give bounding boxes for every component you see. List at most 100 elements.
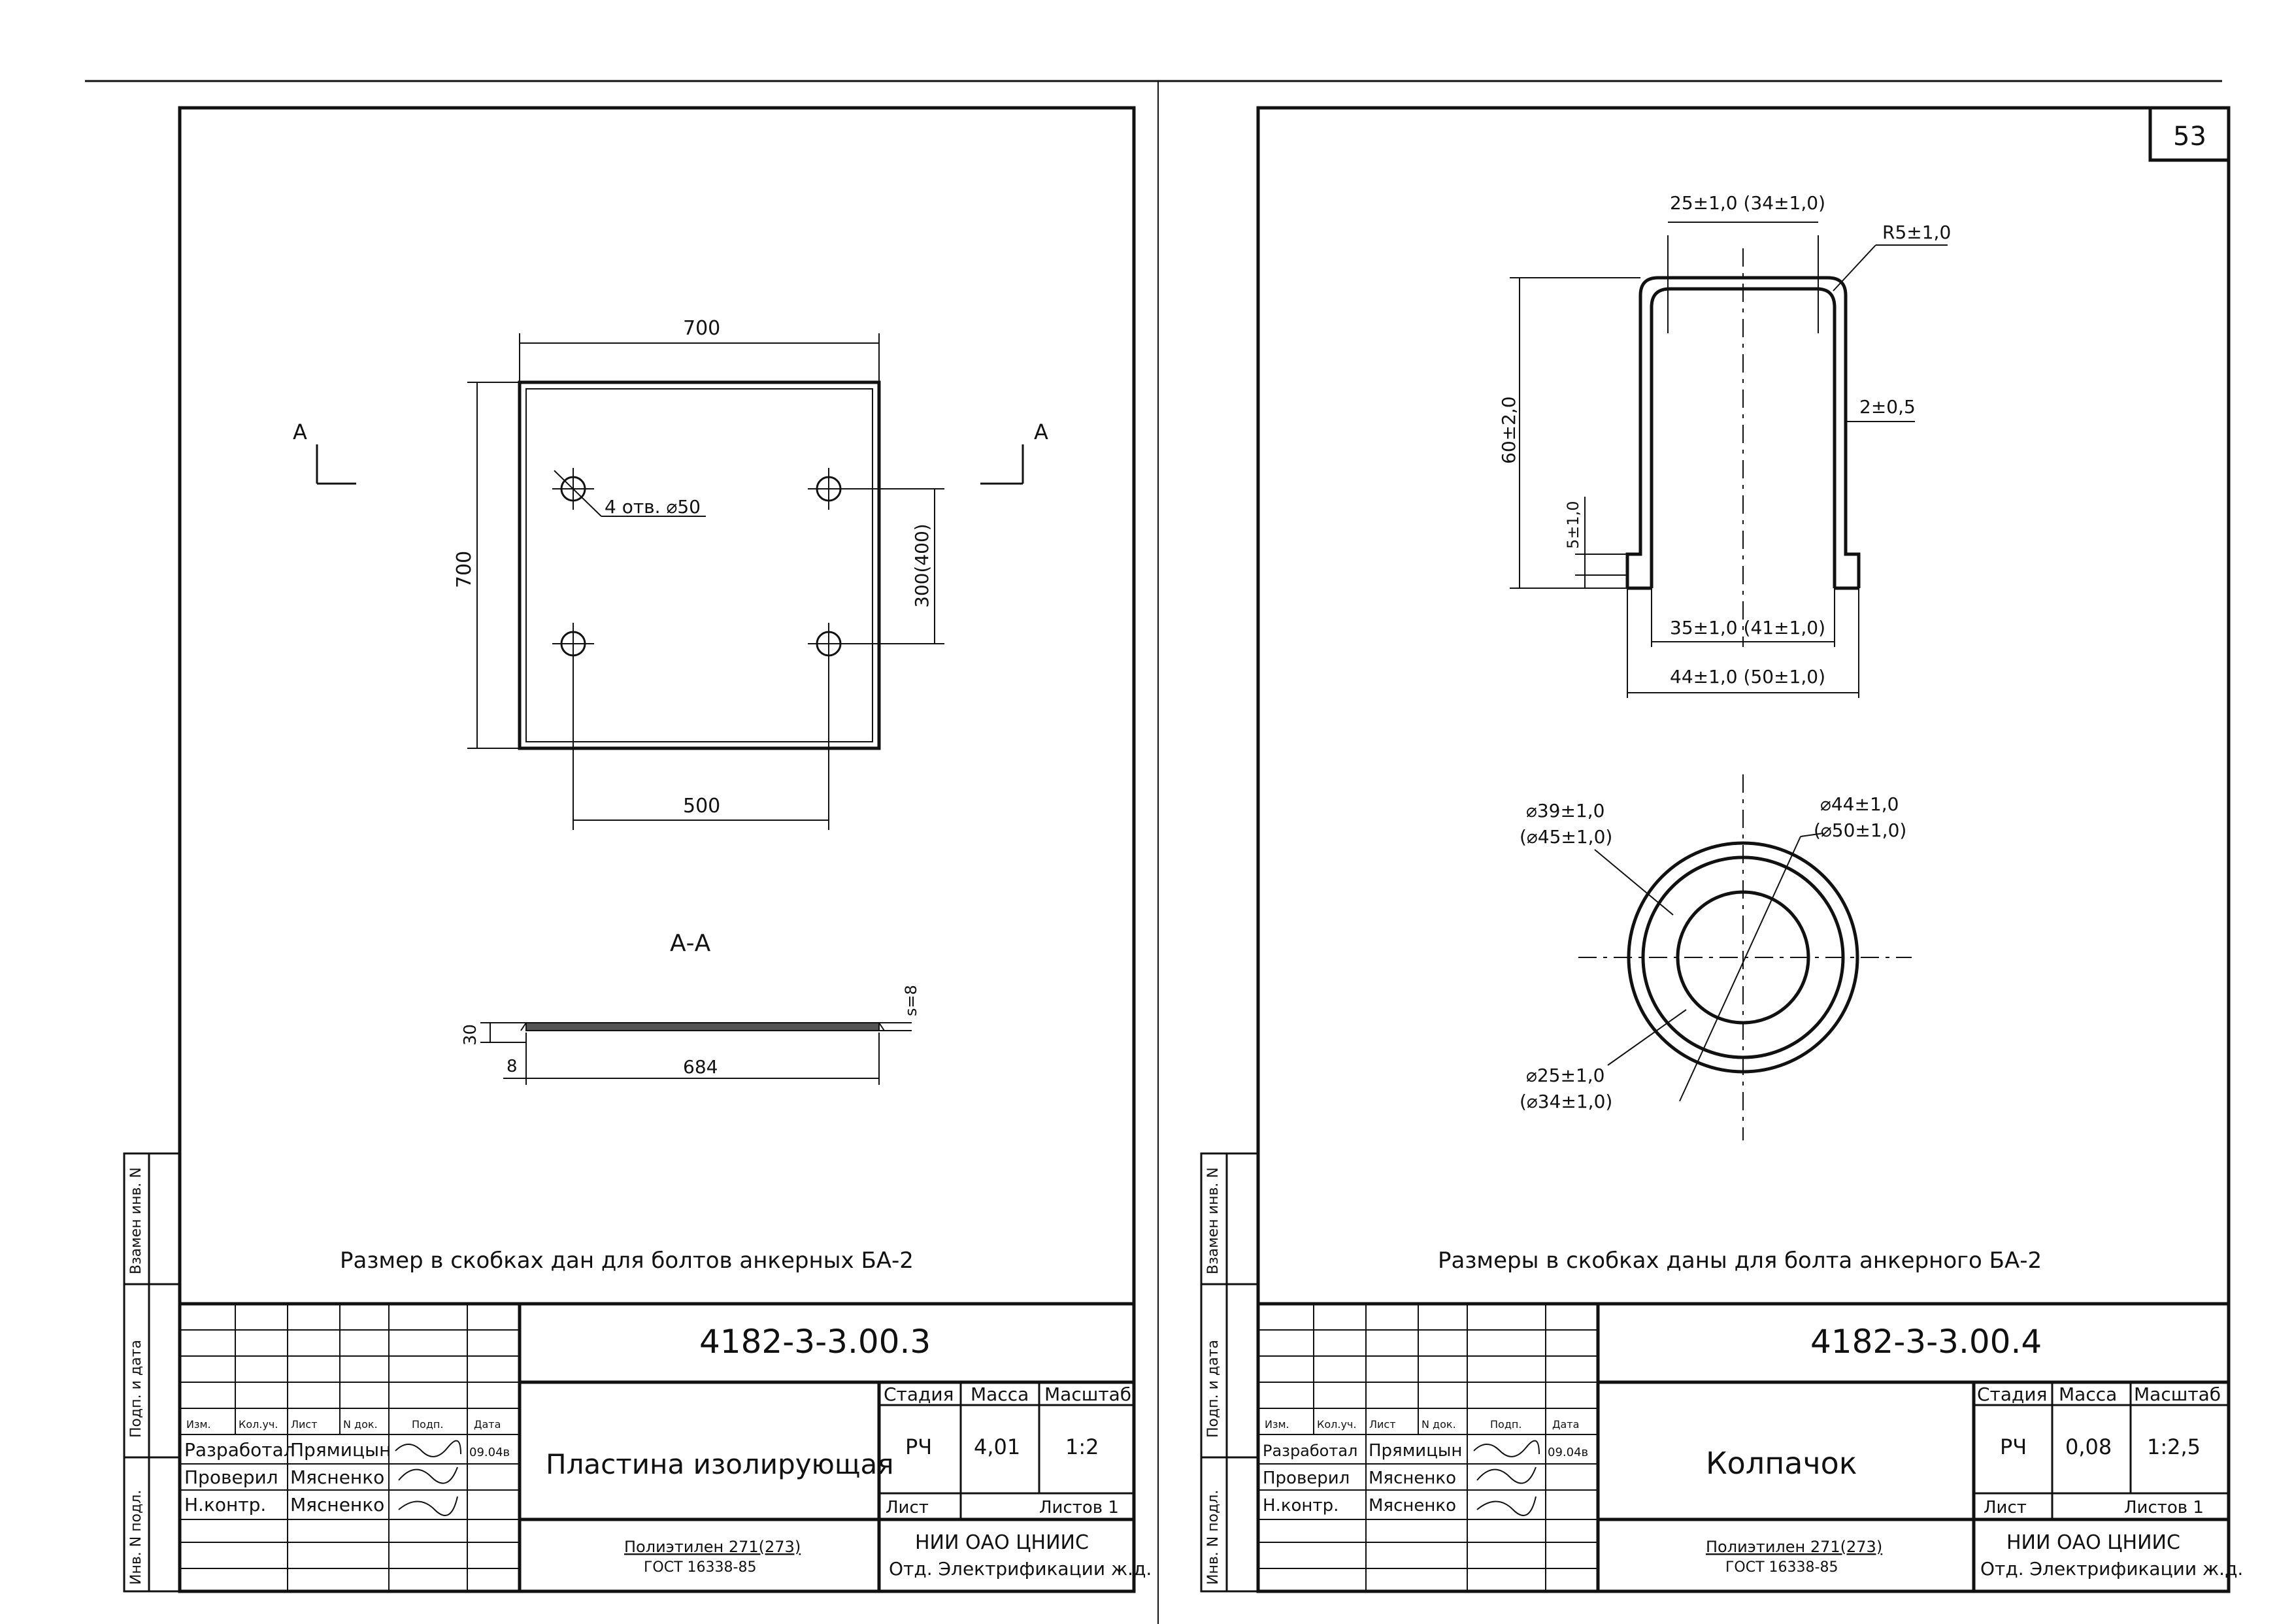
title-block: Изм. Кол.уч. Лист N док. Подп. Дата Разр… (178, 1302, 1152, 1593)
doc-code: 4182-3-3.00.3 (699, 1323, 931, 1361)
dim-top-inner: 25±1,0 (34±1,0) (1670, 192, 1825, 214)
dim-side-height: 700 (453, 551, 476, 588)
row-name-2: Мясненко (290, 1494, 384, 1516)
scale-value: 1:2 (1065, 1434, 1099, 1459)
side-label-sign-date: Подп. и дата (128, 1340, 144, 1438)
mass-header: Масса (971, 1384, 1029, 1405)
mass-header: Масса (2059, 1384, 2117, 1405)
col-header-date: Дата (1552, 1418, 1579, 1431)
doc-code: 4182-3-3.00.4 (1810, 1323, 2042, 1361)
scale-header: Масштаб (1044, 1384, 1131, 1405)
holes (552, 468, 850, 665)
col-header-kol: Кол.уч. (1317, 1418, 1356, 1431)
page-number: 53 (2173, 122, 2206, 152)
scale-value: 1:2,5 (2147, 1434, 2201, 1459)
org-line2: Отд. Электрификации ж.д. (1980, 1558, 2243, 1580)
dim-d34: (⌀34±1,0) (1520, 1091, 1612, 1112)
signatures (1473, 1440, 1540, 1516)
dim-inner-bottom: 35±1,0 (41±1,0) (1670, 617, 1825, 638)
dim-top-width: 700 (683, 317, 720, 340)
side-label-sign-date: Подп. и дата (1205, 1340, 1222, 1438)
sheet-label: Лист (886, 1498, 929, 1517)
material-line1: Полиэтилен 271(273) (1706, 1538, 1882, 1556)
section-arrow-left-label: А (293, 420, 307, 444)
page-number-box (2148, 106, 2231, 162)
dim-thickness: s=8 (902, 985, 920, 1016)
col-header-sign: Подп. (412, 1418, 443, 1431)
row-name-1: Мясненко (290, 1467, 384, 1488)
mass-value: 4,01 (974, 1434, 1020, 1459)
dim-holes: 4 отв. ⌀50 (605, 496, 701, 518)
sheets-label: Листов 1 (2124, 1498, 2204, 1517)
dim-flange: 5±1,0 (1564, 501, 1582, 549)
col-header-kol: Кол.уч. (239, 1418, 278, 1431)
col-header-list: Лист (291, 1418, 318, 1431)
col-header-ndok: N док. (343, 1418, 378, 1431)
section-arrow-right-label: А (1034, 420, 1048, 444)
doc-title: Колпачок (1706, 1446, 1857, 1481)
col-header-izm: Изм. (186, 1418, 211, 1431)
note: Размер в скобках дан для болтов анкерных… (340, 1248, 914, 1274)
side-label-replace: Взамен инв. N (1205, 1167, 1222, 1274)
col-header-ndok: N док. (1421, 1418, 1456, 1431)
dim-d45: (⌀45±1,0) (1520, 826, 1612, 848)
row-role-1: Проверил (1263, 1468, 1350, 1488)
dim-section-height: 30 (461, 1024, 480, 1046)
side-label-inv: Инв. N подл. (1205, 1490, 1222, 1585)
row-role-0: Разработал (184, 1439, 295, 1461)
stage-value: РЧ (2000, 1434, 2027, 1459)
dim-section-offset: 8 (507, 1057, 518, 1076)
section-label: А-А (670, 930, 711, 957)
stage-value: РЧ (905, 1434, 932, 1459)
dim-d50: (⌀50±1,0) (1814, 820, 1906, 841)
col-header-sign: Подп. (1490, 1418, 1521, 1431)
signatures (395, 1440, 461, 1516)
stage-header: Стадия (884, 1384, 954, 1405)
row-name-0: Прямицын (1369, 1441, 1462, 1461)
side-label-replace: Взамен инв. N (128, 1167, 144, 1274)
org-line2: Отд. Электрификации ж.д. (889, 1558, 1152, 1580)
doc-title: Пластина изолирующая (546, 1448, 893, 1480)
col-header-list: Лист (1369, 1418, 1396, 1431)
sheets-label: Листов 1 (1039, 1498, 1119, 1517)
cap-top-view: ⌀39±1,0 (⌀45±1,0) ⌀44±1,0 (⌀50±1,0) ⌀25±… (1520, 774, 1912, 1140)
row-name-2: Мясненко (1369, 1496, 1456, 1516)
dim-outer-bottom: 44±1,0 (50±1,0) (1670, 666, 1825, 688)
dim-d25: ⌀25±1,0 (1526, 1065, 1604, 1086)
row-role-0: Разработал (1263, 1442, 1357, 1460)
sheet-frame (178, 106, 1136, 1593)
row-role-1: Проверил (184, 1467, 278, 1488)
dim-d44: ⌀44±1,0 (1820, 793, 1899, 815)
sheet-label: Лист (1984, 1498, 2027, 1517)
org-line1: НИИ ОАО ЦНИИС (915, 1531, 1089, 1554)
col-header-izm: Изм. (1265, 1418, 1289, 1431)
row-date-0: 09.04в (1548, 1446, 1588, 1459)
cap-side-view: 25±1,0 (34±1,0) R5±1,0 60±2,0 2±0,5 5±1,… (1498, 192, 1951, 698)
title-block: Изм. Кол.уч. Лист N док. Подп. Дата Разр… (1256, 1302, 2243, 1593)
material-line2: ГОСТ 16338-85 (644, 1559, 756, 1576)
side-label-inv: Инв. N подл. (128, 1490, 144, 1585)
material-line1: Полиэтилен 271(273) (624, 1538, 801, 1556)
org-line1: НИИ ОАО ЦНИИС (2006, 1531, 2180, 1554)
scale-header: Масштаб (2134, 1384, 2221, 1405)
dim-radius: R5±1,0 (1882, 222, 1951, 243)
sheet-left: Взамен инв. N Подп. и дата Инв. N подл. … (123, 106, 1152, 1593)
col-header-date: Дата (474, 1418, 501, 1431)
row-role-2: Н.контр. (184, 1494, 266, 1516)
stage-header: Стадия (1977, 1384, 2047, 1405)
sheet-right: 53 Взамен инв. N Подп. и дата Инв. N под… (1200, 106, 2243, 1593)
row-role-2: Н.контр. (1263, 1496, 1338, 1516)
note: Размеры в скобках даны для болта анкерно… (1438, 1248, 2042, 1274)
dim-wall: 2±0,5 (1859, 396, 1916, 418)
dim-section-length: 684 (683, 1056, 718, 1078)
plate-plan-view: 700 700 4 (293, 317, 1048, 830)
section-view: А-А 30 8 684 s=8 (461, 930, 920, 1085)
material-line2: ГОСТ 16338-85 (1725, 1559, 1838, 1576)
row-date-0: 09.04в (469, 1446, 510, 1459)
dim-hole-spacing-h: 500 (683, 795, 720, 818)
row-name-1: Мясненко (1369, 1468, 1456, 1488)
row-name-0: Прямицын (290, 1439, 391, 1461)
mass-value: 0,08 (2065, 1434, 2112, 1459)
dim-hole-spacing-v: 300(400) (911, 523, 933, 608)
